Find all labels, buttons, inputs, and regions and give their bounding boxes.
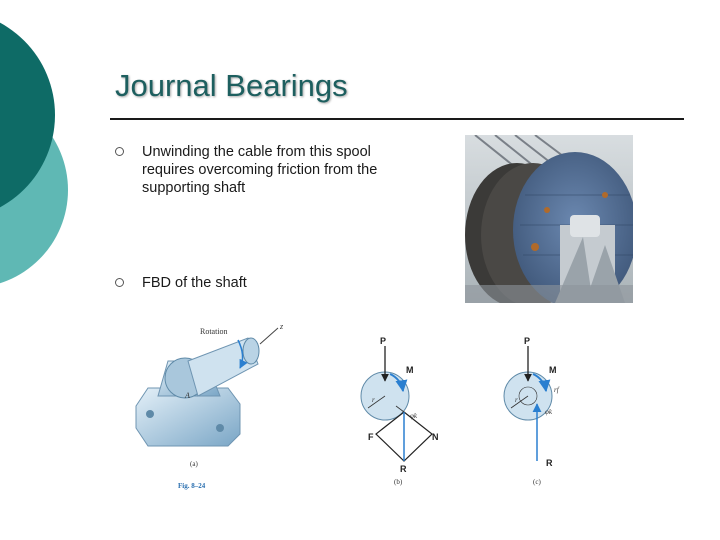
label-rotation: Rotation xyxy=(200,327,228,336)
fbd-c-R: R xyxy=(546,458,553,468)
caption-a: (a) xyxy=(190,460,198,468)
panel-c-fbd xyxy=(503,346,553,461)
fbd-b-M: M xyxy=(406,365,414,375)
bullet-2-text: FBD of the shaft xyxy=(142,275,247,291)
label-z: z xyxy=(279,322,284,331)
panel-a-bearing xyxy=(135,327,279,447)
label-A: A xyxy=(184,391,190,400)
cable-spool-photo xyxy=(465,135,633,303)
fbd-c-P: P xyxy=(524,336,530,346)
fbd-c-r: r xyxy=(515,396,518,404)
fbd-c-rf: rf xyxy=(554,386,560,394)
decorative-circles xyxy=(0,22,68,284)
caption-c: (c) xyxy=(533,478,541,486)
fbd-b-P: P xyxy=(380,336,386,346)
panel-b-fbd xyxy=(360,346,433,462)
fbd-c-M: M xyxy=(549,365,557,375)
bullet-circle-icon xyxy=(115,147,124,156)
slide-title: Journal Bearings xyxy=(115,68,348,103)
fbd-b-R: R xyxy=(400,464,407,474)
fbd-b-phi: φk xyxy=(410,412,418,420)
fbd-b-F: F xyxy=(368,432,374,442)
caption-b: (b) xyxy=(394,478,403,486)
dark-teal-circle xyxy=(0,22,55,208)
fbd-b-N: N xyxy=(432,432,439,442)
fbd-b-r: r xyxy=(372,396,375,404)
fig-number: Fig. 8–24 xyxy=(178,482,206,490)
fbd-c-phi: φk xyxy=(545,408,553,416)
bullet-1-text: Unwinding the cable from this spool requ… xyxy=(142,144,378,196)
bullet-circle-icon xyxy=(115,278,124,287)
title-divider xyxy=(110,118,684,120)
bearing-figure: Rotation z A (a) Fig. 8–24 P M r φk F N … xyxy=(135,322,560,490)
